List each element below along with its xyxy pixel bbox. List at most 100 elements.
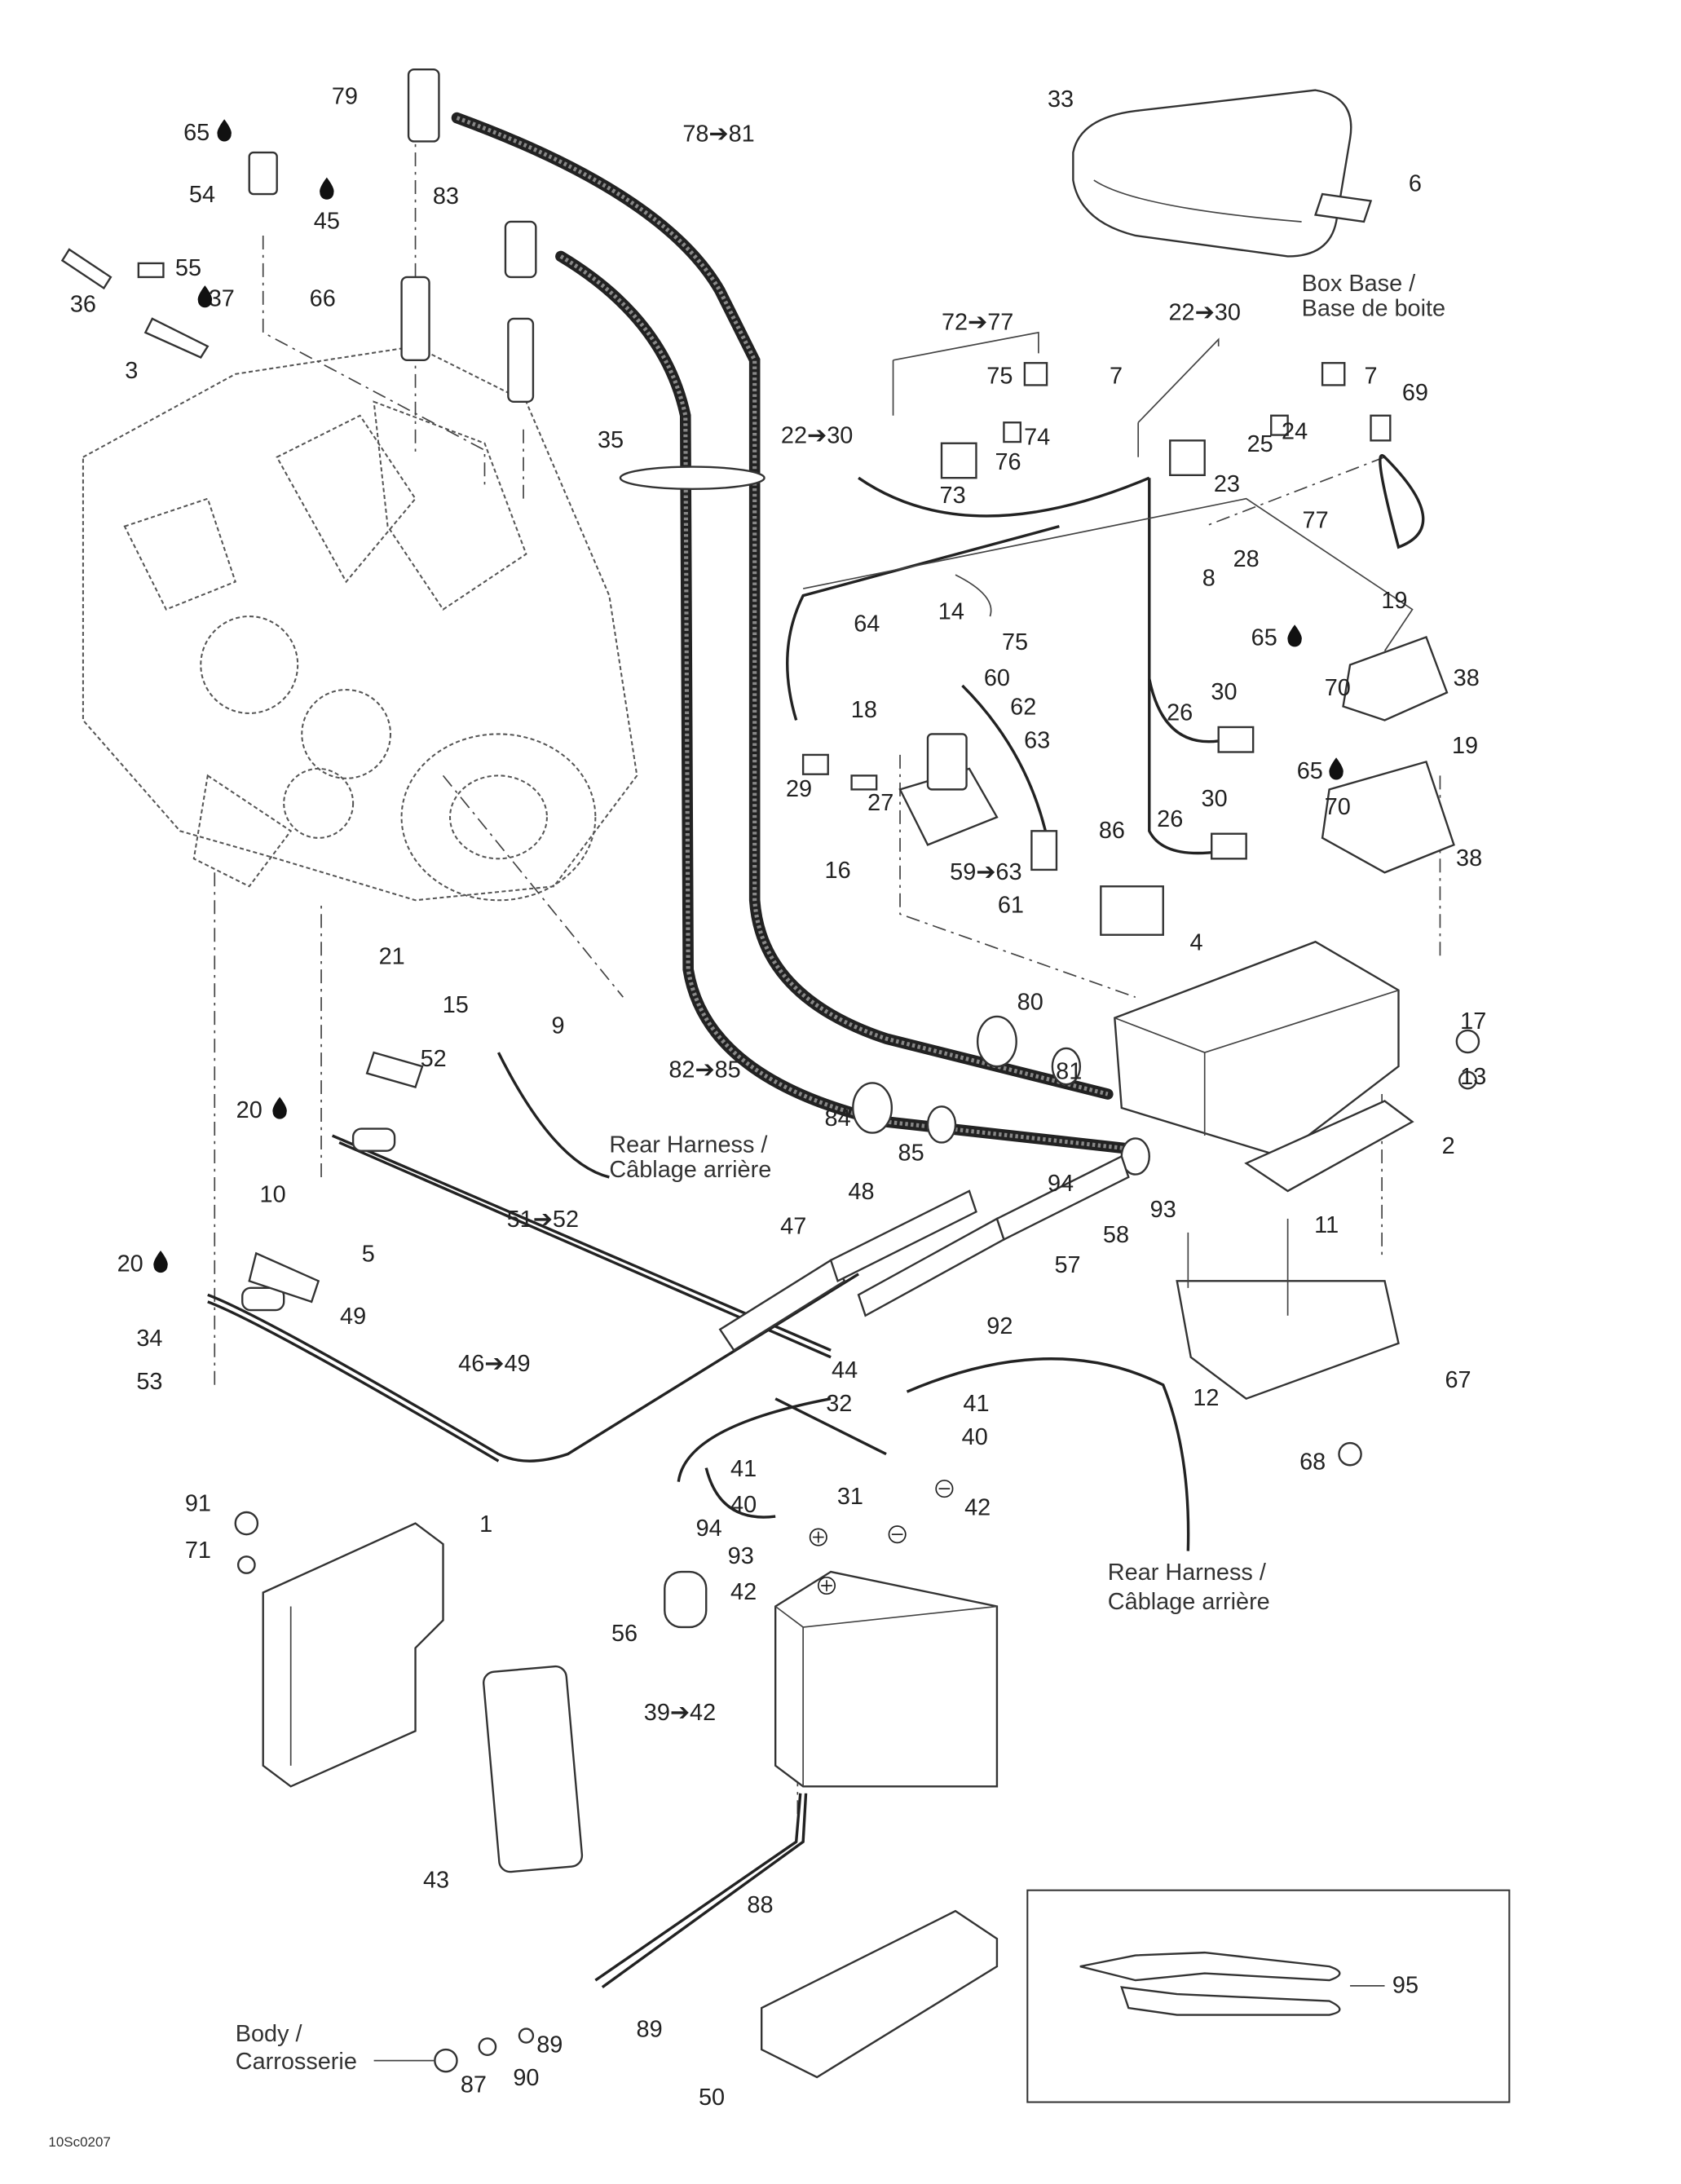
note-body-fr: Carrosserie [236, 2049, 357, 2075]
callout-label: 44 [832, 1357, 858, 1383]
callout-label: 86 [1099, 818, 1125, 844]
callout-label: 15 [443, 992, 469, 1018]
callout-label: 68 [1299, 1449, 1326, 1475]
callout-label: 40 [962, 1424, 988, 1450]
callout-label: 14 [938, 598, 964, 624]
drop-icons [153, 119, 1343, 1595]
sign-glyph [813, 1531, 824, 1543]
callout-label: 46➔49 [458, 1351, 530, 1377]
callout-label: 73 [940, 483, 966, 509]
connectors [786, 331, 1425, 855]
callout-label: 74 [1024, 424, 1050, 450]
callout-label: 57 [1055, 1252, 1081, 1278]
callout-label: 49 [340, 1304, 366, 1330]
callout-label: 67 [1445, 1367, 1471, 1393]
callout-label: 80 [1017, 989, 1043, 1015]
callout-label: 35 [598, 427, 624, 453]
note-box-base-fr: Base de boite [1302, 295, 1446, 321]
callout-label: 82➔85 [668, 1057, 740, 1083]
callout-label: 91 [185, 1490, 211, 1516]
callout-label: 81 [1056, 1058, 1082, 1084]
drop-icon [272, 1096, 287, 1119]
box-cover [1072, 89, 1373, 258]
callout-label: 30 [1202, 786, 1228, 812]
callout-label: 26 [1157, 806, 1183, 832]
callout-label: 20 [236, 1097, 263, 1123]
callout-label: 17 [1460, 1008, 1486, 1035]
callout-label: 78➔81 [682, 121, 754, 147]
callout-label: 51➔52 [507, 1207, 579, 1233]
callout-label: 39➔42 [644, 1700, 716, 1726]
callout-label: 30 [1211, 679, 1237, 705]
drop-icon [197, 285, 213, 308]
callout-label: 53 [136, 1369, 162, 1395]
callout-label: 19 [1452, 733, 1478, 759]
callout-label: 12 [1193, 1385, 1219, 1411]
callout-label: 62 [1010, 695, 1036, 721]
battery-pad [483, 1665, 584, 1873]
callout-label: 92 [986, 1313, 1013, 1339]
callout-label: 54 [189, 182, 215, 208]
callout-label: 48 [848, 1179, 874, 1205]
note-rear-harness-2-fr: Câblage arrière [1108, 1589, 1270, 1615]
callout-label: 34 [136, 1326, 162, 1352]
callout-label: 60 [984, 665, 1010, 691]
callout-label: 84 [825, 1105, 851, 1132]
battery-tray [760, 1909, 999, 2079]
callout-label: 7 [1365, 364, 1378, 390]
callout-label: 66 [310, 286, 336, 312]
callout-label: 55 [175, 255, 201, 281]
callout-label: 16 [825, 858, 851, 884]
callout-label: 32 [826, 1391, 852, 1417]
callout-label: 70 [1325, 794, 1351, 820]
callout-label: 65 [1297, 758, 1323, 784]
callout-label: 52 [421, 1046, 447, 1072]
callout-label: 65 [183, 120, 210, 146]
callout-label: 40 [730, 1492, 757, 1518]
callout-label: 43 [423, 1867, 449, 1893]
callout-label: 75 [1002, 629, 1028, 655]
callout-label: 69 [1402, 380, 1428, 406]
callout-label: 38 [1456, 845, 1482, 871]
callout-label: 18 [851, 697, 877, 723]
callout-label: 38 [1454, 665, 1480, 691]
callout-label: 61 [998, 893, 1024, 919]
callout-label: 65 [1251, 625, 1277, 651]
callout-label: 11 [1314, 1212, 1339, 1238]
callout-label: 93 [728, 1543, 754, 1569]
callout-label: 37 [209, 286, 235, 312]
callout-label: 58 [1103, 1222, 1129, 1248]
drop-icon [320, 177, 334, 200]
sign-glyph [821, 1580, 832, 1591]
callout-label: 20 [117, 1251, 143, 1277]
callout-label: 31 [837, 1484, 863, 1510]
callout-label: 70 [1325, 675, 1351, 701]
battery [594, 1570, 999, 1988]
note-rear-harness-1-en: Rear Harness / [609, 1132, 768, 1158]
sensor-parts [60, 151, 278, 359]
callout-label: 4 [1189, 929, 1202, 955]
callout-label: 83 [433, 183, 459, 210]
callout-label: 8 [1202, 566, 1216, 592]
callout-label: 75 [986, 364, 1013, 390]
engine [82, 345, 638, 902]
callout-label: 22➔30 [1169, 300, 1241, 326]
callout-label: 28 [1233, 546, 1260, 572]
callout-label: 76 [995, 449, 1021, 475]
drop-icon [217, 119, 232, 142]
callout-label: 42 [964, 1494, 991, 1520]
fuse-box [852, 940, 1480, 1193]
drop-icon [153, 1250, 168, 1273]
note-rear-harness-1-fr: Câblage arrière [609, 1157, 771, 1183]
callout-label: 13 [1460, 1064, 1486, 1090]
callout-label: 29 [786, 776, 812, 802]
callout-label: 59➔63 [950, 859, 1021, 885]
battery-bracket [234, 1511, 444, 1788]
callout-label: 50 [699, 2085, 725, 2111]
callout-label: 27 [867, 790, 893, 816]
callout-label: 41 [963, 1391, 989, 1417]
callout-label: 93 [1150, 1197, 1176, 1223]
